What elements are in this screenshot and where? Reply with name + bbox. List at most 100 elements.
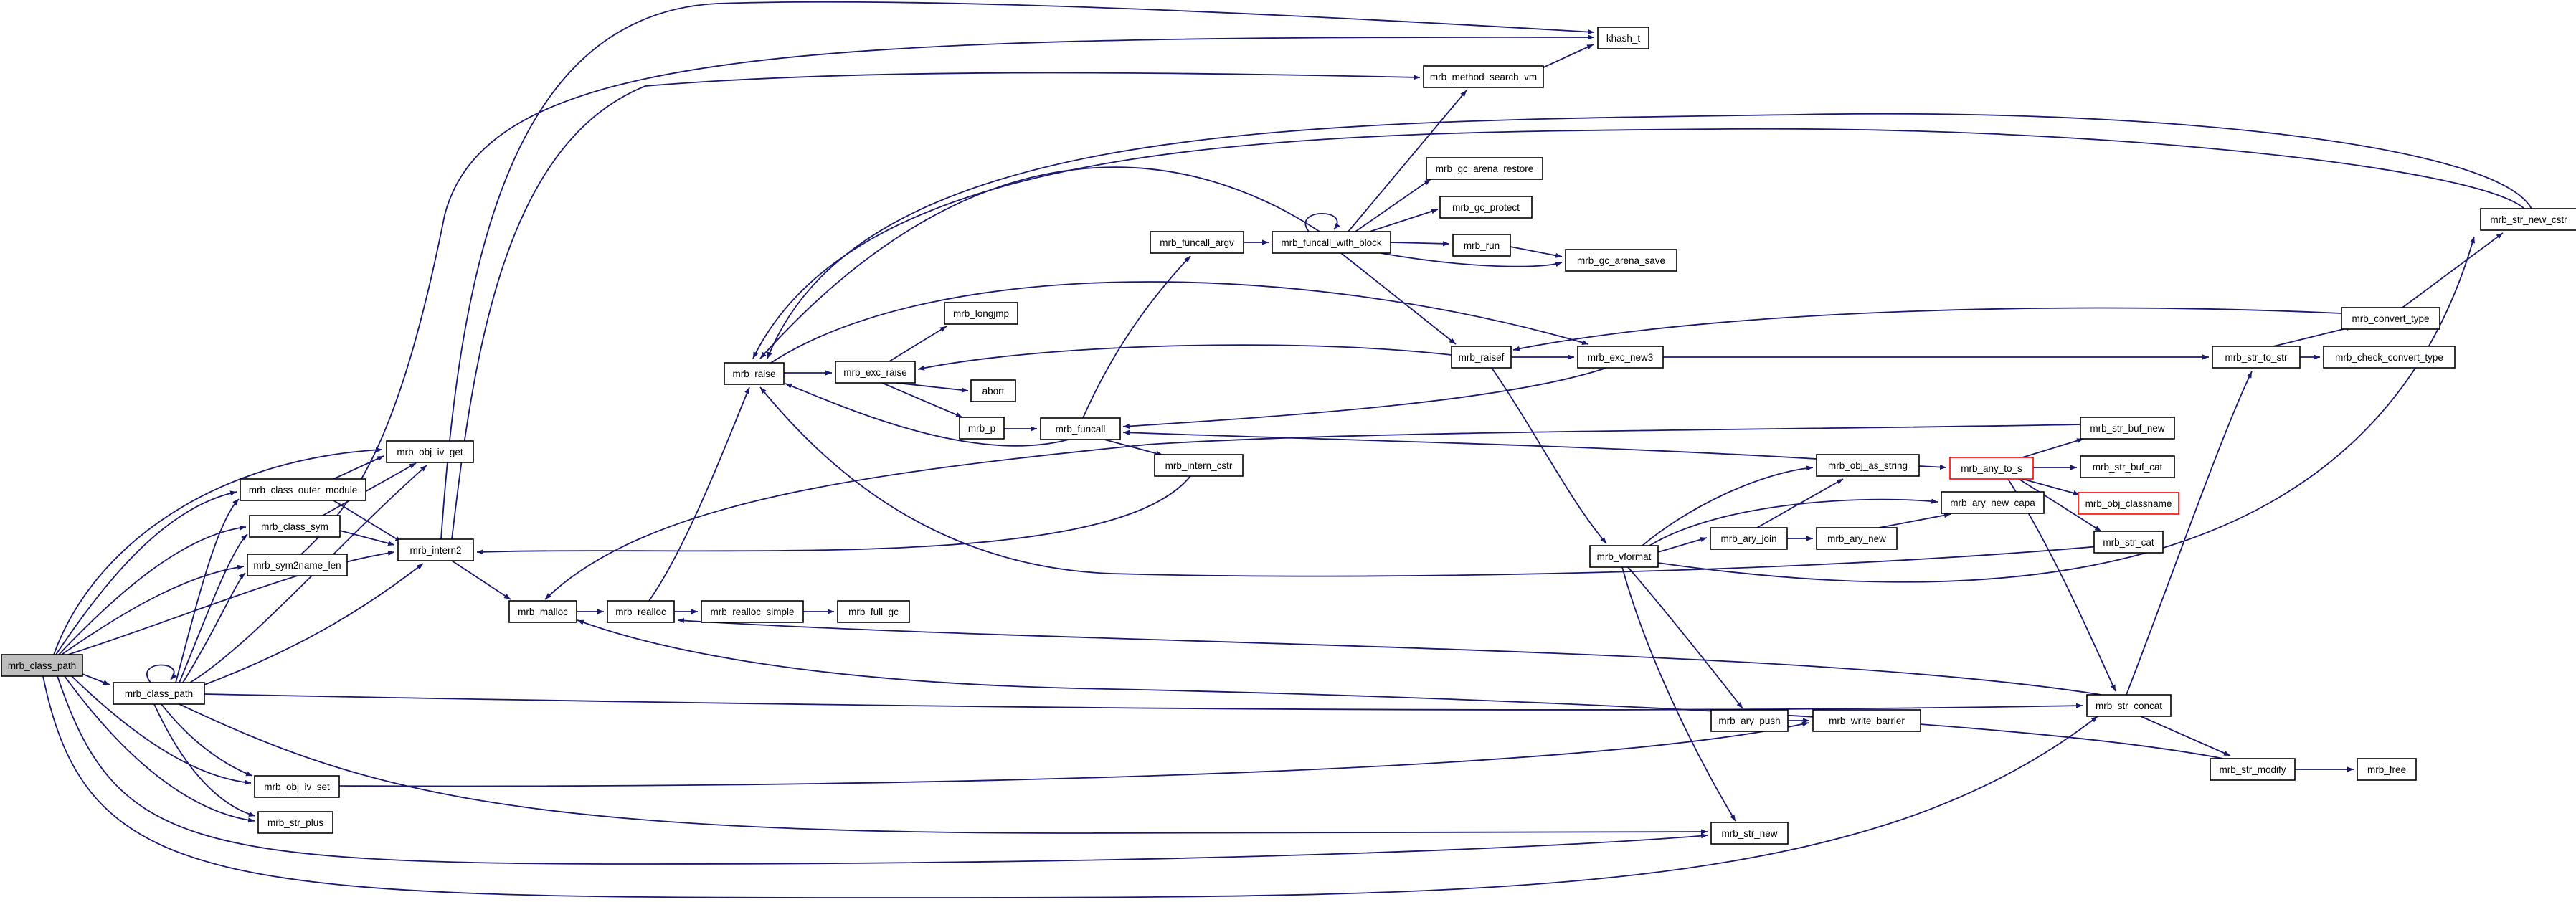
graph-node-fargv[interactable]: mrb_funcall_argv [1150, 231, 1244, 254]
node-box [835, 361, 916, 384]
graph-node-longjmp[interactable]: mrb_longjmp [944, 302, 1018, 325]
graph-node-gcsave[interactable]: mrb_gc_arena_save [1565, 249, 1677, 272]
edge-root-to-strnew [57, 675, 1708, 865]
edge-interncstr-to-intern2 [476, 475, 1191, 555]
edge-line [204, 563, 424, 685]
node-label: mrb_check_convert_type [2335, 352, 2443, 363]
node-label: mrb_str_modify [2219, 764, 2286, 775]
graph-node-outer[interactable]: mrb_class_outer_module [240, 478, 366, 501]
graph-node-arynewcapa[interactable]: mrb_ary_new_capa [1941, 491, 2045, 514]
graph-node-strcat[interactable]: mrb_str_cat [2093, 531, 2164, 554]
node-label: mrb_str_to_str [2225, 352, 2288, 363]
graph-node-strmodify[interactable]: mrb_str_modify [2210, 758, 2296, 781]
graph-node-rsimple[interactable]: mrb_realloc_simple [701, 600, 804, 623]
edge-raisef-to-vformat [1491, 367, 1607, 544]
edge-cp-to-outer [175, 498, 240, 683]
edge-strconcat-to-realloc [677, 617, 2102, 696]
edge-line [785, 383, 1069, 447]
graph-node-raise[interactable]: mrb_raise [724, 362, 785, 385]
nodes-layer: mrb_class_path mrb_class_path mrb_obj_iv_g… [1, 27, 2576, 845]
graph-node-fullgc[interactable]: mrb_full_gc [837, 600, 910, 623]
graph-node-raisef[interactable]: mrb_raisef [1451, 346, 1512, 369]
graph-node-excnew3[interactable]: mrb_exc_new3 [1577, 346, 1664, 369]
edge-line [1510, 246, 1563, 258]
edge-line [204, 693, 2083, 711]
edge-line [1627, 566, 1743, 709]
edge-line [1390, 241, 1450, 247]
graph-node-root[interactable]: mrb_class_path [1, 654, 83, 677]
graph-node-run[interactable]: mrb_run [1452, 234, 1511, 257]
node-label: mrb_class_sym [261, 521, 328, 532]
graph-node-interncstr[interactable]: mrb_intern_cstr [1154, 454, 1244, 477]
graph-node-free[interactable]: mrb_free [2357, 758, 2417, 781]
graph-node-strbufnew[interactable]: mrb_str_buf_new [2080, 417, 2175, 440]
graph-node-fwb[interactable]: mrb_funcall_with_block [1272, 231, 1391, 254]
graph-node-p[interactable]: mrb_p [959, 417, 1005, 440]
node-label: mrb_run [1464, 240, 1500, 251]
edge-anytos-to-objclassname [2022, 478, 2080, 496]
graph-node-arypush[interactable]: mrb_ary_push [1710, 709, 1789, 732]
graph-node-csym[interactable]: mrb_class_sym [249, 515, 341, 538]
graph-node-strconcat[interactable]: mrb_str_concat [2086, 694, 2172, 717]
graph-node-arynew[interactable]: mrb_ary_new [1816, 527, 1898, 550]
node-box [1150, 231, 1244, 254]
graph-node-realloc[interactable]: mrb_realloc [607, 600, 675, 623]
edge-line [82, 673, 110, 685]
graph-node-khash[interactable]: khash_t [1597, 27, 1649, 49]
node-box [240, 478, 366, 501]
node-box [1040, 417, 1121, 440]
node-box [2086, 694, 2172, 717]
graph-node-objclassname[interactable]: mrb_obj_classname [2078, 492, 2179, 515]
graph-node-abort[interactable]: abort [970, 379, 1016, 402]
edge-line [770, 281, 1589, 364]
graph-node-excraise[interactable]: mrb_exc_raise [835, 361, 916, 384]
edge-line [161, 703, 253, 777]
node-label: mrb_gc_arena_restore [1436, 163, 1534, 174]
graph-node-vformat[interactable]: mrb_vformat [1589, 545, 1659, 568]
node-label: mrb_write_barrier [1829, 716, 1905, 726]
graph-node-strnew[interactable]: mrb_str_new [1710, 822, 1789, 845]
node-label: mrb_funcall_with_block [1281, 237, 1382, 248]
graph-node-strbufcat[interactable]: mrb_str_buf_cat [2080, 455, 2175, 478]
graph-node-anytos[interactable]: mrb_any_to_s [1949, 457, 2034, 480]
graph-node-msvm[interactable]: mrb_method_search_vm [1423, 65, 1544, 88]
edge-raise-to-excnew3 [770, 281, 1589, 364]
node-label: mrb_funcall_argv [1160, 237, 1234, 248]
edge-arynew-to-arynewcapa [1878, 513, 1951, 528]
graph-node-convtype[interactable]: mrb_convert_type [2341, 307, 2440, 330]
node-label: mrb_sym2name_len [253, 560, 341, 571]
graph-node-malloc[interactable]: mrb_malloc [508, 600, 577, 623]
node-box [2480, 208, 2576, 231]
graph-node-strnewcstr[interactable]: mrb_str_new_cstr [2480, 208, 2576, 231]
node-box [1272, 231, 1391, 254]
edge-line [577, 619, 2224, 759]
graph-node-gcrestore[interactable]: mrb_gc_arena_restore [1426, 157, 1543, 180]
graph-node-gcprotect[interactable]: mrb_gc_protect [1439, 196, 1533, 219]
graph-node-checkconv[interactable]: mrb_check_convert_type [2323, 346, 2456, 369]
graph-node-aryjoin[interactable]: mrb_ary_join [1710, 527, 1788, 550]
graph-node-funcall[interactable]: mrb_funcall [1040, 417, 1121, 440]
graph-node-s2n[interactable]: mrb_sym2name_len [247, 554, 348, 576]
graph-node-strplus[interactable]: mrb_str_plus [257, 811, 333, 834]
edge-line [476, 475, 1191, 555]
edge-outer-to-oivget [333, 455, 384, 480]
node-box [607, 600, 675, 623]
edge-line [153, 703, 256, 817]
graph-node-oivget[interactable]: mrb_obj_iv_get [386, 440, 474, 463]
graph-node-oivset[interactable]: mrb_obj_iv_set [254, 775, 340, 798]
edge-line [1340, 252, 1457, 345]
edge-aryjoin-to-objasstr [1756, 478, 1844, 528]
graph-node-wbarrier[interactable]: mrb_write_barrier [1812, 709, 1921, 732]
node-label: mrb_intern2 [409, 545, 461, 556]
graph-node-cp[interactable]: mrb_class_path [113, 682, 205, 705]
graph-node-intern2[interactable]: mrb_intern2 [397, 538, 474, 561]
node-label: mrb_malloc [518, 607, 568, 617]
edge-line [1491, 367, 1607, 544]
graph-node-objasstr[interactable]: mrb_obj_as_string [1816, 454, 1920, 477]
node-box [1565, 249, 1677, 272]
graph-node-strtostr[interactable]: mrb_str_to_str [2212, 346, 2301, 369]
node-box [724, 362, 785, 385]
edge-line [2402, 232, 2504, 308]
node-box [1816, 527, 1898, 550]
edge-line [440, 1, 1595, 540]
